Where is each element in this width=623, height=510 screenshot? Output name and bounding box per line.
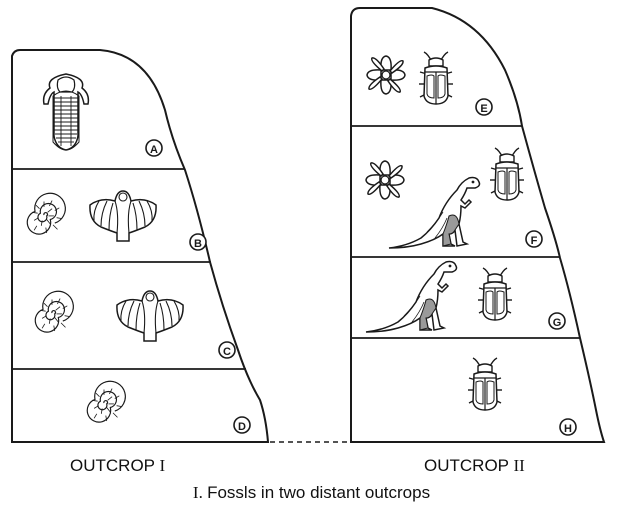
outcrop-2-label-numeral: II [513,456,524,475]
layer-marker-h: H [560,419,576,435]
layer-marker-e: E [476,99,492,115]
layer-letter-g: G [553,317,562,329]
outcrop-2: E F G H [351,8,604,442]
layer-letter-c: C [223,346,231,358]
layer-letter-h: H [564,423,572,435]
outcrop-1-label: OUTCROP I [70,456,165,476]
layer-marker-d: D [234,417,250,433]
outcrop-2-label-word: OUTCROP [424,456,509,475]
outcrop-1-outline [12,50,268,442]
layer-marker-g: G [549,313,565,329]
layer-letter-f: F [531,235,538,247]
layer-letter-a: A [150,144,158,156]
figure-caption-prefix: I. [193,483,207,502]
layer-letter-e: E [480,103,487,115]
layer-marker-c: C [219,342,235,358]
outcrop-2-label: OUTCROP II [424,456,525,476]
flower-fossil [366,161,404,199]
layer-letter-b: B [194,238,202,250]
layer-marker-a: A [146,140,162,156]
outcrop-1-label-word: OUTCROP [70,456,155,475]
figure-caption-text: Fossls in two distant outcrops [207,483,430,502]
figure-caption: I. Fossls in two distant outcrops [0,483,623,503]
flower-fossil [367,56,405,94]
outcrop-1: A B C D [12,50,268,442]
layer-letter-d: D [238,421,246,433]
outcrop-1-label-numeral: I [159,456,165,475]
layer-marker-b: B [190,234,206,250]
layer-marker-f: F [526,231,542,247]
